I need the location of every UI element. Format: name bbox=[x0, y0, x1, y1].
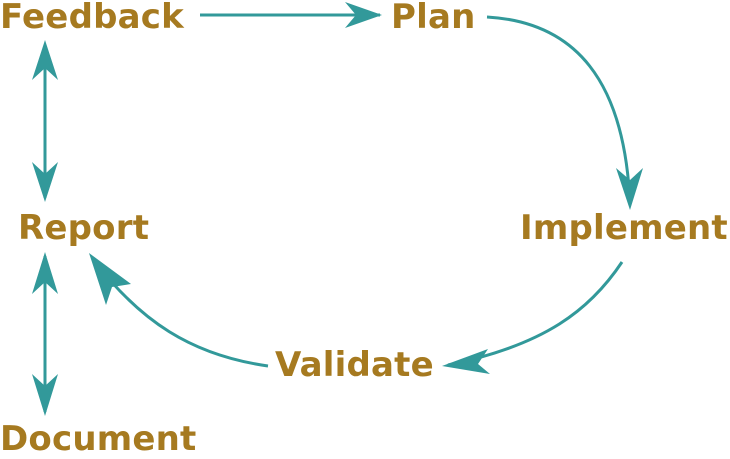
arrowhead-implement bbox=[616, 168, 643, 210]
arrowhead-report-up bbox=[32, 252, 58, 294]
arrow-plan-to-implement bbox=[486, 15, 632, 206]
node-plan: Plan bbox=[391, 0, 476, 37]
arrowhead-document-down bbox=[32, 374, 58, 416]
arrow-implement-to-validate bbox=[447, 261, 624, 367]
arrowhead-validate bbox=[442, 349, 490, 374]
node-feedback: Feedback bbox=[0, 0, 184, 37]
node-report: Report bbox=[18, 208, 150, 248]
arrowhead-report bbox=[89, 253, 131, 305]
arrowhead-feedback-up bbox=[32, 40, 58, 80]
arrowhead-report-down bbox=[32, 162, 58, 202]
node-document: Document bbox=[0, 419, 197, 459]
arrowhead-plan bbox=[345, 2, 382, 28]
node-validate: Validate bbox=[275, 345, 434, 385]
node-implement: Implement bbox=[520, 208, 728, 248]
